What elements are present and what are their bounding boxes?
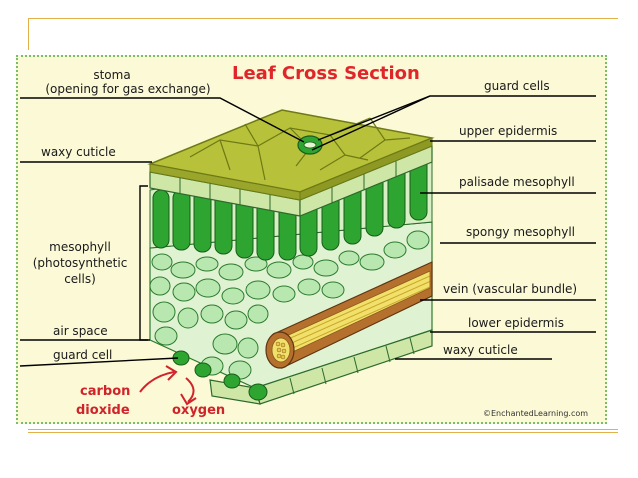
footer-rule-2 (28, 432, 618, 433)
pointer-lines (19, 95, 596, 367)
label-mesophyll-photosynthetic: (photosynthetic (33, 256, 128, 270)
label-air-space: air space (53, 324, 108, 338)
label-guard-cell: guard cell (53, 348, 112, 362)
label-guard-cells: guard cells (484, 79, 550, 93)
label-vein: vein (vascular bundle) (443, 282, 577, 296)
label-spongy-mesophyll: spongy mesophyll (466, 225, 575, 239)
stoma-top (297, 135, 323, 155)
palisade-cells (152, 153, 428, 261)
label-mesophyll-cells: cells) (64, 272, 96, 286)
header-tick (28, 18, 29, 50)
label-stoma-description: (opening for gas exchange) (45, 82, 210, 96)
oxygen-arrow (180, 377, 197, 406)
label-stoma: stoma (93, 68, 130, 82)
lower-epidermis-cells (289, 337, 415, 395)
label-mesophyll: mesophyll (49, 240, 111, 254)
co2-arrow (139, 365, 178, 393)
waxy-cuticle-top (147, 109, 435, 201)
mesophyll-bracket (139, 185, 148, 341)
label-waxy-cuticle-bottom: waxy cuticle (443, 343, 518, 357)
header-rule (28, 18, 618, 19)
label-carbon: carbon (80, 384, 130, 399)
label-oxygen: oxygen (172, 403, 225, 418)
label-upper-epidermis: upper epidermis (459, 124, 557, 138)
label-lower-epidermis: lower epidermis (468, 316, 564, 330)
vein-bundle (265, 261, 433, 369)
bottom-guard-cells (172, 350, 268, 401)
label-waxy-cuticle-top: waxy cuticle (41, 145, 116, 159)
footer-rule (28, 429, 618, 430)
diagram-title: Leaf Cross Section (232, 63, 420, 84)
label-dioxide: dioxide (76, 403, 130, 418)
label-palisade-mesophyll: palisade mesophyll (459, 175, 575, 189)
spongy-cells (149, 230, 430, 380)
credit-text: ©EnchantedLearning.com (483, 409, 588, 418)
